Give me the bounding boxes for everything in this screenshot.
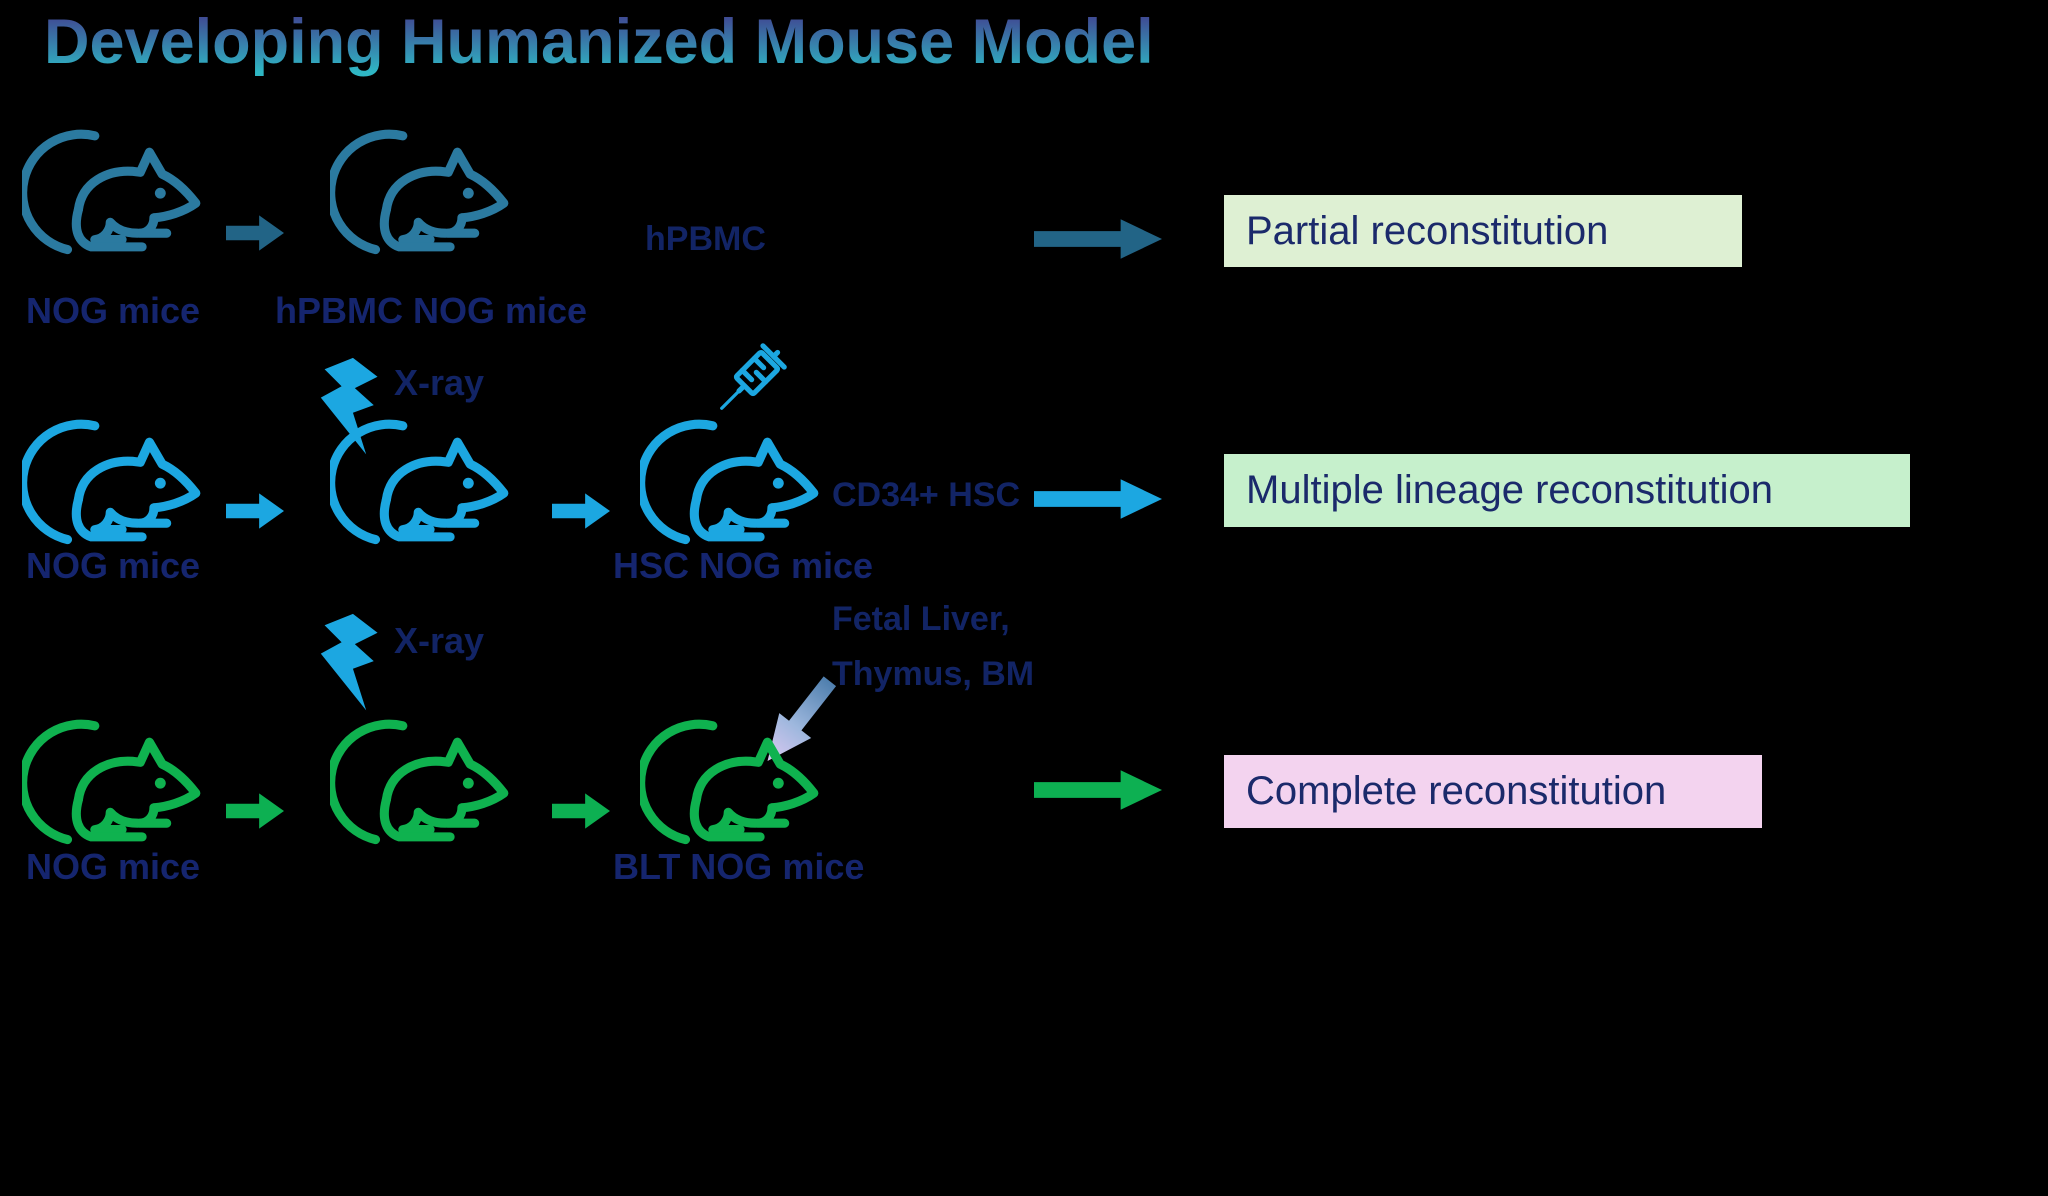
mouse-icon	[330, 122, 512, 268]
transfer-label-line2: Thymus, BM	[832, 655, 1035, 693]
transfer-label: hPBMC	[645, 220, 766, 258]
result-box: Multiple lineage reconstitution	[1224, 454, 1910, 527]
mouse-label: NOG mice	[25, 846, 201, 887]
arrow-right-icon	[226, 490, 284, 532]
result-box: Complete reconstitution	[1224, 755, 1762, 828]
result-box: Partial reconstitution	[1224, 195, 1742, 267]
mouse-icon	[330, 412, 512, 558]
result-label: Complete reconstitution	[1246, 769, 1667, 813]
arrow-down-left-icon	[767, 676, 837, 762]
mouse-icon	[22, 412, 204, 558]
arrow-right-icon	[1034, 767, 1162, 813]
mouse-label: BLT NOG mice	[613, 846, 865, 887]
result-label: Multiple lineage reconstitution	[1246, 468, 1773, 512]
mouse-icon	[22, 122, 204, 268]
mouse-label: HSC NOG mice	[613, 545, 874, 586]
mouse-icon	[330, 712, 512, 858]
arrow-right-icon	[552, 790, 610, 832]
mouse-label: hPBMC NOG mice	[275, 290, 588, 331]
result-label: Partial reconstitution	[1246, 208, 1609, 253]
mouse-label: NOG mice	[25, 545, 201, 586]
arrow-right-icon	[226, 212, 284, 254]
mouse-icon	[22, 712, 204, 858]
arrow-right-icon	[226, 790, 284, 832]
lightning-bolt-icon	[318, 612, 386, 716]
arrow-right-icon	[1034, 476, 1162, 522]
arrow-right-icon	[1034, 216, 1162, 262]
transfer-label: CD34+ HSC	[832, 476, 1021, 514]
xray-label: X-ray	[394, 620, 485, 661]
transfer-label-line1: Fetal Liver,	[832, 600, 1010, 638]
xray-label: X-ray	[394, 362, 485, 403]
mouse-label: NOG mice	[25, 290, 201, 331]
arrow-right-icon	[552, 490, 610, 532]
mouse-icon	[640, 412, 822, 558]
mouse-icon	[640, 712, 822, 858]
syringe-icon	[700, 336, 794, 430]
page-title: Developing Humanized Mouse Model	[44, 7, 1154, 77]
